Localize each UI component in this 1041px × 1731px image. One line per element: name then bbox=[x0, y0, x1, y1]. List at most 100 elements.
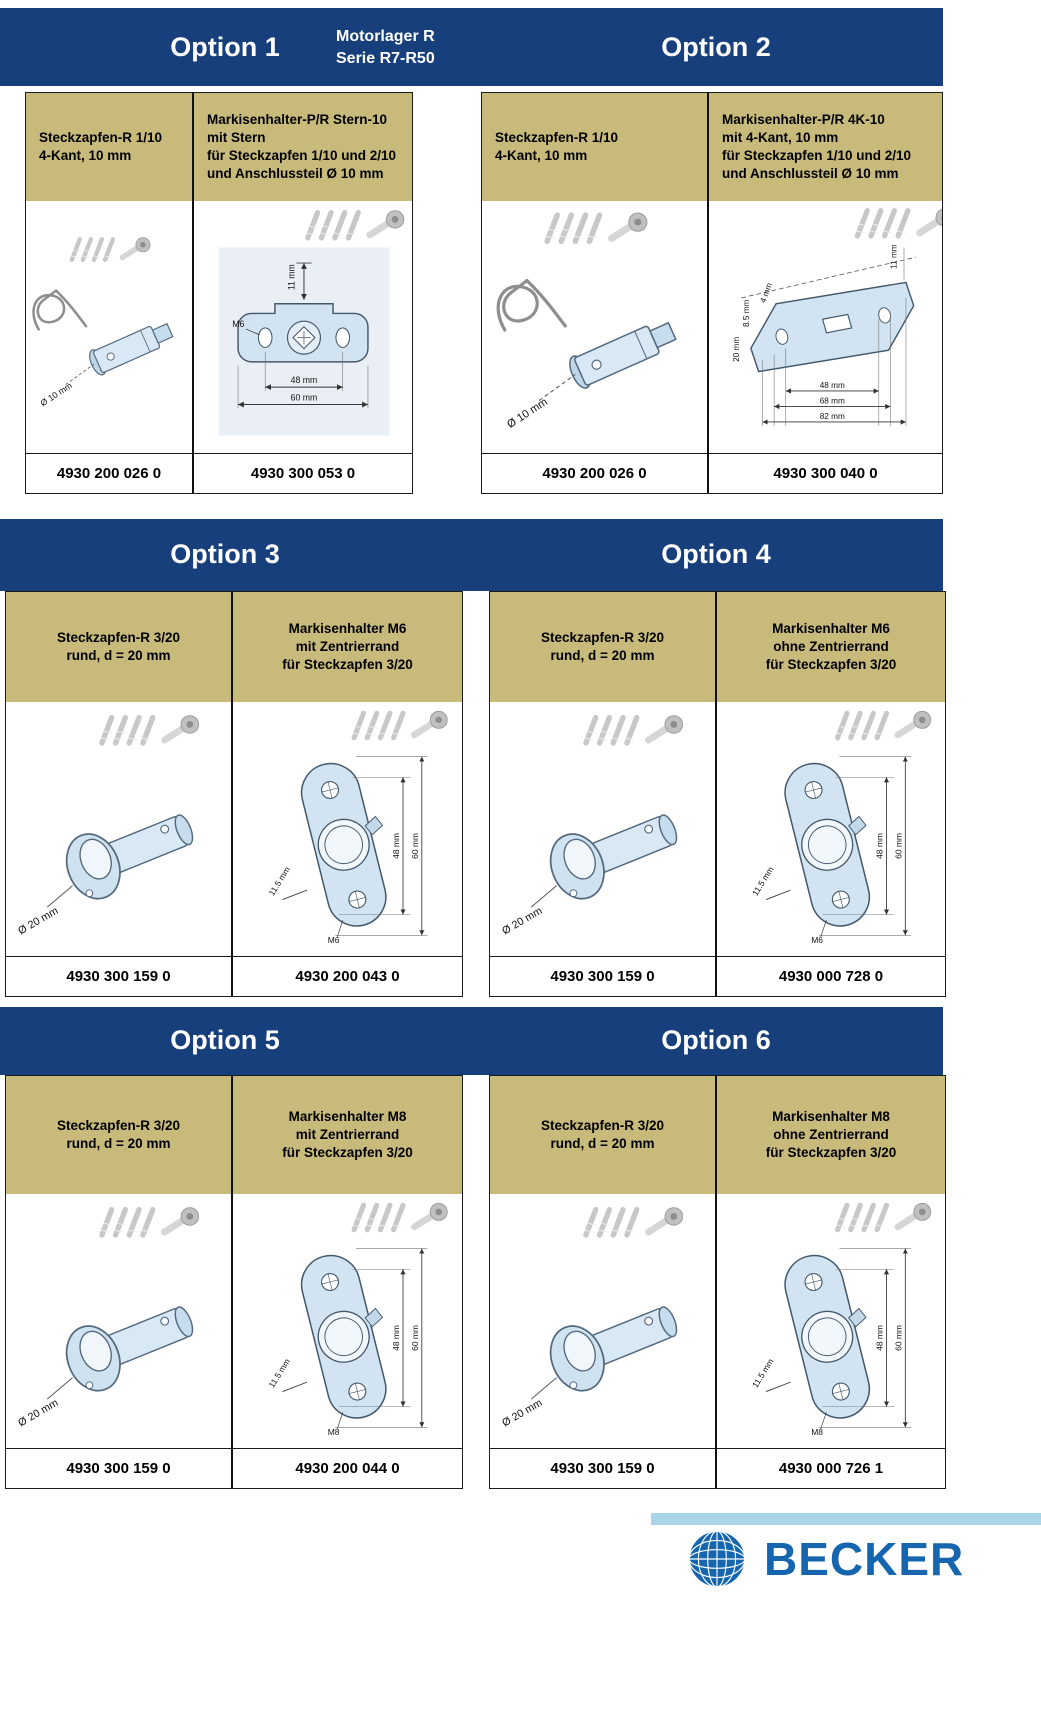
steckzapfen-square-drawing: Ø 10 mm bbox=[496, 201, 677, 431]
option-4-label: Option 4 bbox=[661, 539, 771, 569]
dimension-label: 8.5 mm bbox=[742, 299, 751, 327]
dimension-label: 4 mm bbox=[759, 282, 775, 305]
diameter-label: Ø 20 mm bbox=[16, 905, 60, 937]
option-3-group: Steckzapfen-R 3/20 rund, d = 20 mm Ø 20 … bbox=[5, 591, 463, 997]
product-image: 48 mm 60 mm 11.5 mm M8 bbox=[233, 1194, 462, 1448]
steckzapfen-cell: Steckzapfen-R 3/20 rund, d = 20 mm Ø 20 … bbox=[6, 1076, 231, 1488]
product-image-area: 48 mm 60 mm 11.5 mm M8 bbox=[233, 1194, 462, 1448]
screws-icon bbox=[353, 711, 447, 737]
dimension-label: 20 mm bbox=[732, 337, 741, 362]
dimension-label: 48 mm bbox=[291, 375, 318, 385]
pin-illustration bbox=[569, 321, 677, 389]
part-number: 4930 300 159 0 bbox=[6, 956, 231, 996]
dimension-leader bbox=[530, 885, 557, 908]
product-image-area: Ø 20 mm bbox=[490, 1194, 715, 1448]
product-title: Steckzapfen-R 3/20 rund, d = 20 mm bbox=[6, 1076, 231, 1194]
option-5-group: Steckzapfen-R 3/20 rund, d = 20 mm Ø 20 … bbox=[5, 1075, 463, 1489]
markisenhalter-cell: Markisenhalter M8 ohne Zentrierrand für … bbox=[715, 1076, 945, 1488]
product-image: 48 mm 60 mm 11.5 mm M6 bbox=[233, 702, 462, 956]
product-title: Steckzapfen-R 3/20 rund, d = 20 mm bbox=[6, 592, 231, 702]
steckzapfen-round-drawing: Ø 20 mm bbox=[500, 702, 715, 937]
screws-icon bbox=[101, 716, 199, 743]
thread-label: M8 bbox=[328, 1427, 340, 1437]
dimension-label: 68 mm bbox=[820, 397, 845, 406]
options-header-2: Option 3 Option 4 bbox=[0, 519, 943, 591]
part-number: 4930 200 026 0 bbox=[26, 453, 192, 493]
product-image: Ø 20 mm bbox=[6, 1194, 231, 1448]
dimension-label: 60 mm bbox=[894, 833, 904, 859]
markisenhalter-oval-drawing: 48 mm 60 mm 11.5 mm M8 bbox=[750, 1194, 945, 1437]
markisenhalter-cell: Markisenhalter M6 ohne Zentrierrand für … bbox=[715, 592, 945, 996]
series-title-line1: Motorlager R bbox=[336, 28, 435, 45]
dimension-label: 11 mm bbox=[286, 264, 296, 290]
diameter-label: Ø 10 mm bbox=[38, 380, 73, 408]
dimension-label: 48 mm bbox=[820, 381, 845, 390]
product-image: Ø 20 mm bbox=[490, 1194, 715, 1448]
thread-leader bbox=[336, 1412, 344, 1430]
option-2-group: Steckzapfen-R 1/10 4-Kant, 10 mm Ø 10 mm… bbox=[481, 92, 943, 494]
dimension-lines bbox=[765, 756, 908, 936]
pin-illustration bbox=[549, 1306, 678, 1392]
steckzapfen-cell: Steckzapfen-R 3/20 rund, d = 20 mm Ø 20 … bbox=[490, 1076, 715, 1488]
screws-icon bbox=[585, 1208, 683, 1235]
part-number: 4930 200 044 0 bbox=[233, 1448, 462, 1488]
part-number: 4930 200 026 0 bbox=[482, 453, 707, 493]
steckzapfen-cell: Steckzapfen-R 3/20 rund, d = 20 mm Ø 20 … bbox=[490, 592, 715, 996]
products-row-3: Steckzapfen-R 3/20 rund, d = 20 mm Ø 20 … bbox=[5, 1075, 946, 1489]
pin-illustration bbox=[65, 1306, 194, 1392]
diameter-label: Ø 20 mm bbox=[500, 1397, 544, 1429]
product-title: Markisenhalter M6 mit Zentrierrand für S… bbox=[233, 592, 462, 702]
markisenhalter-stern-drawing: 11 mm M6 48 mm 60 mm bbox=[218, 201, 412, 436]
holder-plate bbox=[237, 303, 369, 363]
screws-icon bbox=[307, 211, 404, 238]
clip-detail bbox=[364, 1307, 384, 1328]
thread-label: M6 bbox=[811, 935, 823, 945]
product-image-area: 11 mm M6 48 mm 60 mm bbox=[194, 201, 412, 453]
product-title: Markisenhalter M6 ohne Zentrierrand für … bbox=[717, 592, 945, 702]
dimension-lines bbox=[237, 262, 369, 409]
dimension-label: 60 mm bbox=[410, 833, 420, 859]
thread-label: M6 bbox=[232, 319, 244, 329]
dimension-label: 60 mm bbox=[291, 393, 318, 403]
dimension-leader bbox=[530, 1377, 557, 1400]
clip-detail bbox=[848, 815, 867, 836]
extension-lines bbox=[335, 1248, 428, 1428]
option-1-label: Option 1 bbox=[170, 32, 280, 62]
product-image: 48 mm 60 mm 11.5 mm M8 bbox=[717, 1194, 945, 1448]
holder-plate bbox=[300, 1254, 387, 1419]
screws-icon bbox=[101, 1208, 199, 1235]
dimension-leader bbox=[538, 373, 576, 401]
markisenhalter-oval-drawing: 48 mm 60 mm 11.5 mm M6 bbox=[266, 702, 462, 945]
brand-wordmark: BECKER bbox=[764, 1533, 965, 1585]
dimension-label: 60 mm bbox=[894, 1325, 904, 1351]
product-image-area: 48 mm 60 mm 11.5 mm M6 bbox=[717, 702, 945, 956]
option-6-label: Option 6 bbox=[661, 1025, 771, 1055]
product-image-area: Ø 20 mm bbox=[6, 702, 231, 956]
dimension-label: 11.5 mm bbox=[750, 865, 776, 898]
steckzapfen-square-drawing: Ø 10 mm bbox=[32, 201, 174, 408]
product-title: Markisenhalter-P/R 4K-10 mit 4-Kant, 10 … bbox=[709, 93, 942, 201]
dimension-leader bbox=[65, 363, 95, 386]
markisenhalter-cell: Markisenhalter-P/R Stern-10 mit Stern fü… bbox=[192, 93, 412, 493]
markisenhalter-cell: Markisenhalter M6 mit Zentrierrand für S… bbox=[231, 592, 462, 996]
thread-label: M6 bbox=[328, 935, 340, 945]
holder-plate bbox=[300, 762, 387, 927]
part-number: 4930 300 159 0 bbox=[490, 1448, 715, 1488]
product-image: 11 mm M6 48 mm 60 mm bbox=[194, 201, 412, 453]
dimension-lines bbox=[762, 388, 906, 425]
screws-icon bbox=[585, 716, 683, 743]
series-title-line2: Serie R7-R50 bbox=[336, 50, 435, 68]
part-number: 4930 300 159 0 bbox=[490, 956, 715, 996]
thread-leader bbox=[820, 920, 827, 938]
option-2-label: Option 2 bbox=[661, 32, 771, 62]
construction-line bbox=[741, 256, 916, 299]
product-title: Steckzapfen-R 3/20 rund, d = 20 mm bbox=[490, 592, 715, 702]
screws-icon bbox=[837, 1203, 931, 1229]
clip-detail bbox=[364, 815, 384, 836]
dimension-label: 48 mm bbox=[875, 1325, 885, 1351]
option-6-group: Steckzapfen-R 3/20 rund, d = 20 mm Ø 20 … bbox=[489, 1075, 946, 1489]
options-header-3: Option 5 Option 6 bbox=[0, 1007, 943, 1075]
steckzapfen-cell: Steckzapfen-R 1/10 4-Kant, 10 mm Ø 10 mm… bbox=[26, 93, 192, 493]
holder-plate bbox=[750, 281, 915, 373]
clip-detail bbox=[848, 1307, 867, 1328]
